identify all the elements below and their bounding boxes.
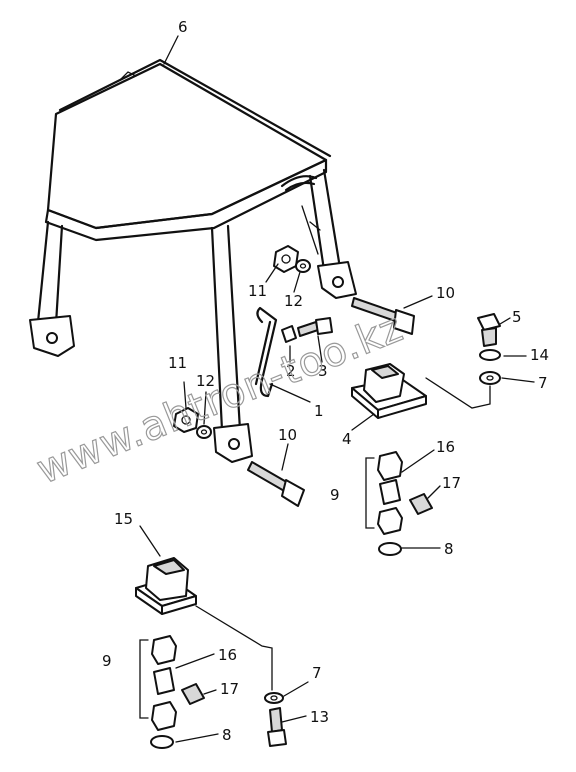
callout-15: 15 xyxy=(114,510,133,528)
rod-bracket xyxy=(254,306,278,398)
callout-16-upper: 16 xyxy=(436,438,455,456)
callout-7-lower: 7 xyxy=(312,664,322,682)
bolt-stack-lower xyxy=(264,692,287,747)
callout-1: 1 xyxy=(314,402,324,420)
canopy-frame xyxy=(29,58,357,463)
callout-9-lower: 9 xyxy=(102,652,112,670)
callout-3: 3 xyxy=(318,362,328,380)
nut-washer-lower xyxy=(173,407,212,439)
callout-10-lower: 10 xyxy=(278,426,297,444)
callout-17-upper: 17 xyxy=(442,474,461,492)
long-bolt-upper xyxy=(351,297,415,335)
leader-15-to-7 xyxy=(195,605,273,691)
callout-10-upper: 10 xyxy=(436,284,455,302)
callout-8-lower: 8 xyxy=(222,726,232,744)
spacer-stack-lower xyxy=(139,635,205,749)
callout-13: 13 xyxy=(310,708,329,726)
leader-lines xyxy=(139,35,535,743)
spacer-stack-upper xyxy=(365,451,433,556)
callout-labels: 6 11 12 2 3 1 10 5 14 7 4 11 12 10 16 9 … xyxy=(102,18,549,744)
callout-2: 2 xyxy=(286,362,296,380)
callout-17-lower: 17 xyxy=(220,680,239,698)
nut-washer-upper xyxy=(273,245,311,273)
washer-and-bolt xyxy=(281,317,333,343)
callout-7-upper: 7 xyxy=(538,374,548,392)
bolt-stack-upper xyxy=(477,313,501,385)
callout-8-upper: 8 xyxy=(444,540,454,558)
leader-7-to-mount xyxy=(425,377,491,409)
callout-5: 5 xyxy=(512,308,522,326)
callout-11-lower: 11 xyxy=(168,354,187,372)
long-bolt-lower xyxy=(247,461,305,507)
callout-14: 14 xyxy=(530,346,549,364)
callout-12-lower: 12 xyxy=(196,372,215,390)
watermark-text: www.ahtron-too.kz xyxy=(31,304,410,493)
callout-16-lower: 16 xyxy=(218,646,237,664)
mount-upper xyxy=(351,363,427,419)
callout-6: 6 xyxy=(178,18,188,36)
callout-11-upper: 11 xyxy=(248,282,267,300)
mount-lower xyxy=(135,557,197,615)
callout-9-upper: 9 xyxy=(330,486,340,504)
callout-12-upper: 12 xyxy=(284,292,303,310)
callout-4: 4 xyxy=(342,430,352,448)
